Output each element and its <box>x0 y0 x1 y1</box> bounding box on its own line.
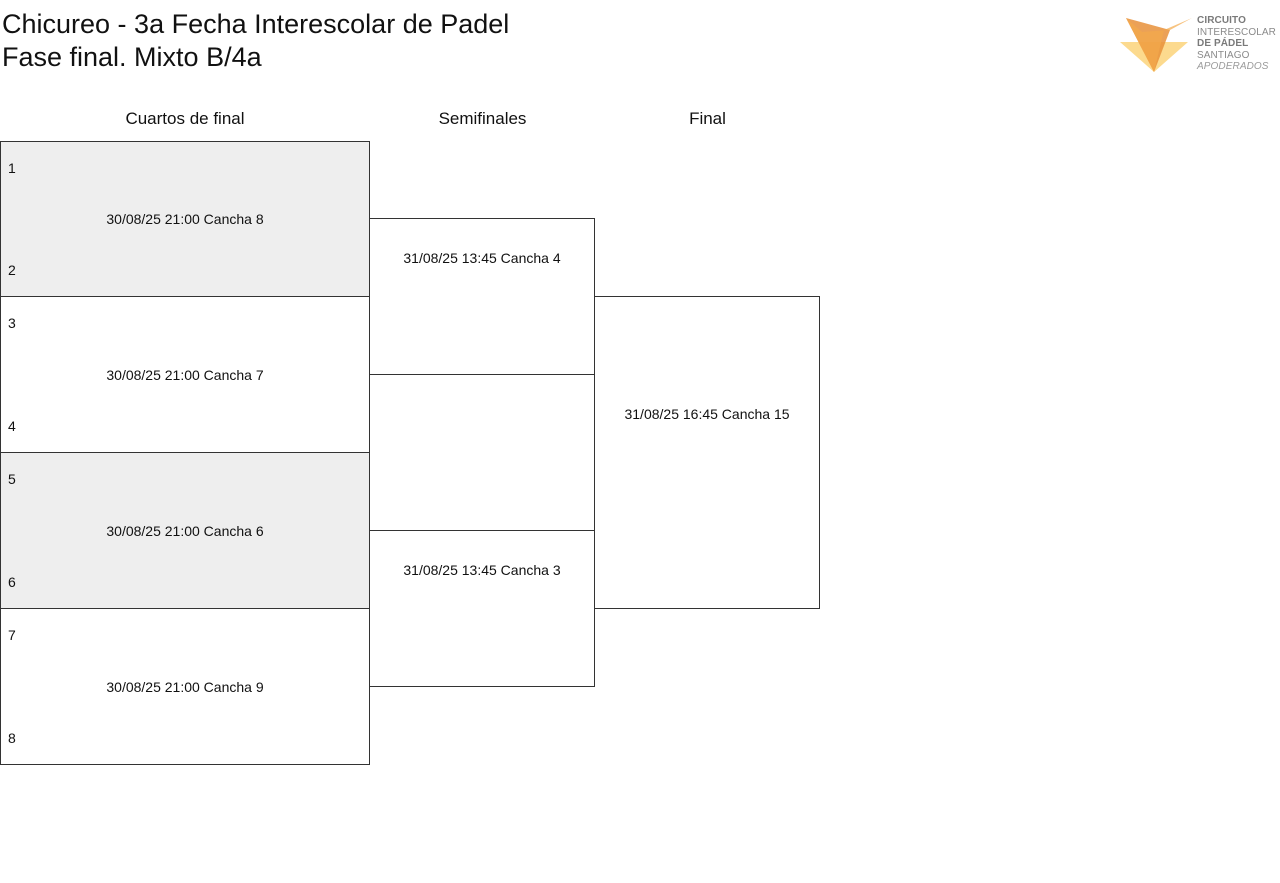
match-info: 31/08/25 13:45 Cancha 4 <box>403 250 561 266</box>
match-info: 31/08/25 16:45 Cancha 15 <box>624 406 790 422</box>
seed-label: 6 <box>8 574 16 590</box>
logo-text: CIRCUITO INTERESCOLAR DE PÁDEL SANTIAGO … <box>1197 15 1276 73</box>
quarterfinal-match-2[interactable]: 3 30/08/25 21:00 Cancha 7 4 <box>0 296 370 453</box>
logo-line-interescolar: INTERESCOLAR <box>1197 26 1276 38</box>
match-info: 30/08/25 21:00 Cancha 8 <box>106 211 264 227</box>
quarterfinal-match-3[interactable]: 5 30/08/25 21:00 Cancha 6 6 <box>0 452 370 609</box>
quarterfinal-match-4[interactable]: 7 30/08/25 21:00 Cancha 9 8 <box>0 608 370 765</box>
fox-logo-icon <box>1120 18 1192 72</box>
semifinal-match-2[interactable]: 31/08/25 13:45 Cancha 3 <box>369 530 595 687</box>
round-header-semifinals: Semifinales <box>438 109 527 128</box>
logo-line-circuito: CIRCUITO <box>1197 15 1246 26</box>
seed-label: 3 <box>8 315 16 331</box>
round-header-quarterfinals: Cuartos de final <box>125 109 245 128</box>
seed-label: 4 <box>8 418 16 434</box>
seed-label: 7 <box>8 627 16 643</box>
match-info: 31/08/25 13:45 Cancha 3 <box>403 562 561 578</box>
seed-label: 8 <box>8 730 16 746</box>
logo-line-santiago: SANTIAGO <box>1197 49 1250 61</box>
circuit-logo: CIRCUITO INTERESCOLAR DE PÁDEL SANTIAGO … <box>1118 14 1280 76</box>
page-subtitle: Fase final. Mixto B/4a <box>2 42 262 72</box>
seed-label: 5 <box>8 471 16 487</box>
logo-line-de-padel: DE PÁDEL <box>1197 38 1249 49</box>
logo-line-apoderados: APODERADOS <box>1197 61 1269 72</box>
match-info: 30/08/25 21:00 Cancha 7 <box>106 367 264 383</box>
semifinal-match-1[interactable]: 31/08/25 13:45 Cancha 4 <box>369 218 595 375</box>
round-header-final: Final <box>689 109 726 128</box>
quarterfinal-match-1[interactable]: 1 30/08/25 21:00 Cancha 8 2 <box>0 141 370 297</box>
seed-label: 2 <box>8 262 16 278</box>
page-title: Chicureo - 3a Fecha Interescolar de Pade… <box>2 9 510 39</box>
match-info: 30/08/25 21:00 Cancha 9 <box>106 679 264 695</box>
final-match[interactable]: 31/08/25 16:45 Cancha 15 <box>594 296 820 609</box>
seed-label: 1 <box>8 160 16 176</box>
match-info: 30/08/25 21:00 Cancha 6 <box>106 523 264 539</box>
